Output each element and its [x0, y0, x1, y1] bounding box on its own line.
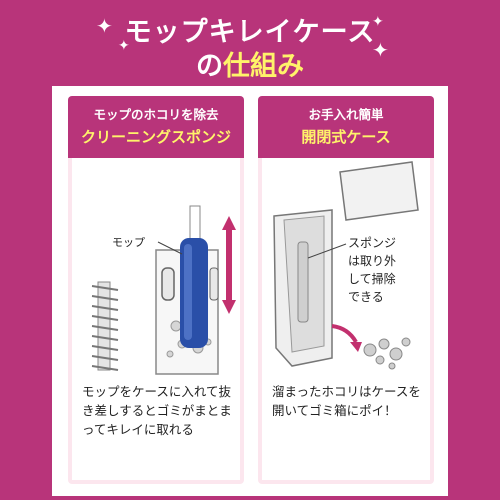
right-panel-subtitle: お手入れ簡単 [308, 107, 384, 122]
sponge-leader-line [307, 243, 347, 259]
mop-leader-line [157, 241, 183, 255]
sponge-diagram [91, 205, 236, 375]
mop-label: モップ [112, 236, 145, 249]
left-panel-header: モップのホコリを除去 クリーニングスポンジ [68, 96, 244, 158]
sponge-note-line-2: は取り外 [348, 254, 397, 268]
case-lid [339, 161, 419, 221]
left-panel-subtitle: モップのホコリを除去 [93, 107, 219, 122]
left-panel-title: クリーニングスポンジ [80, 128, 231, 146]
right-panel-title: 開閉式ケース [301, 128, 391, 146]
sparkle-icon: ✦ [96, 14, 113, 38]
subtitle-highlight: 仕組み [223, 51, 304, 82]
sparkle-icon: ✦ [372, 14, 384, 30]
right-panel-header: お手入れ簡単 開閉式ケース [258, 96, 434, 158]
page-subtitle: の仕組み [0, 44, 500, 83]
right-panel-description: 溜まったホコリはケースを開いてゴミ箱にポイ！ [272, 384, 421, 418]
sponge-note-line-1: スポンジ [348, 236, 397, 250]
header: ✦ ✦ ✦ ✦ モップキレイケース の仕組み [0, 0, 500, 86]
sparkle-icon: ✦ [118, 38, 130, 54]
sponge-note-line-3: して掃除 [348, 272, 396, 286]
up-down-arrow-icon [222, 216, 236, 314]
left-panel-description: モップをケースに入れて抜き差しするとゴミがまとまってキレイに取れる [82, 384, 232, 437]
left-sponge [161, 267, 175, 301]
sponge-note-line-4: できる [348, 290, 384, 304]
right-panel-body: スポンジ は取り外 して掃除 できる 溜まったホコリはケースを開いてゴミ箱にポイ… [262, 158, 430, 480]
mop-handle [189, 205, 201, 243]
left-panel: モップのホコリを除去 クリーニングスポンジ [68, 96, 244, 484]
right-panel: お手入れ簡単 開閉式ケース スポンジ は取り外 して掃除 できる 溜まったホコリ… [258, 96, 434, 484]
curved-arrow-icon [331, 324, 358, 344]
sponge-illustration [91, 281, 119, 371]
sparkle-icon: ✦ [372, 38, 389, 62]
case-diagram [273, 161, 419, 370]
page-title: モップキレイケース [124, 17, 376, 48]
left-panel-body: モップ モップをケースに入れて抜き差しするとゴミがまとまってキレイに取れる [72, 158, 240, 480]
subtitle-prefix: の [196, 51, 223, 82]
dust-pile-illustration [363, 337, 411, 370]
